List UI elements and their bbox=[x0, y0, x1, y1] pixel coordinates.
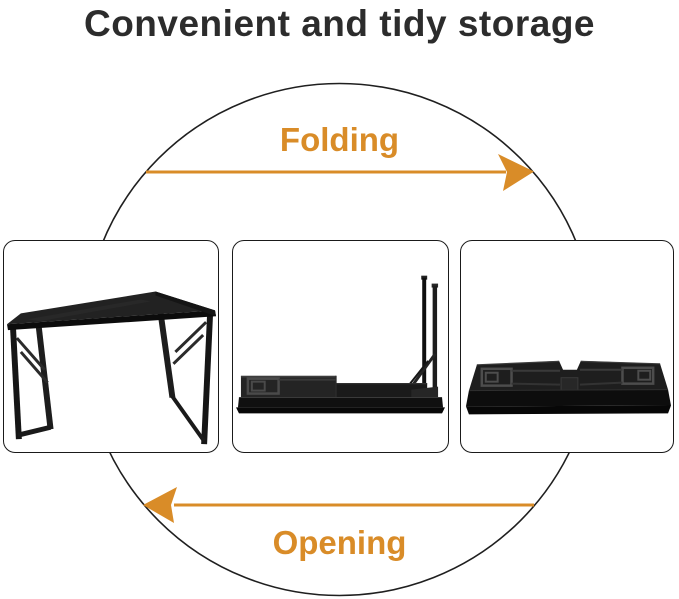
page-title: Convenient and tidy storage bbox=[83, 3, 595, 44]
folding-arrow-icon bbox=[146, 154, 534, 191]
panel-table-half-folded bbox=[232, 240, 449, 453]
opening-label: Opening bbox=[272, 524, 407, 561]
table-unfolded-photo bbox=[6, 291, 217, 445]
panel-table-folded-flat bbox=[460, 240, 674, 453]
opening-arrow-icon bbox=[143, 487, 534, 523]
table-folded-flat-photo bbox=[465, 360, 672, 415]
table-half-folded-photo bbox=[235, 275, 446, 414]
folding-label: Folding bbox=[279, 121, 400, 158]
panel-table-unfolded bbox=[3, 240, 219, 453]
